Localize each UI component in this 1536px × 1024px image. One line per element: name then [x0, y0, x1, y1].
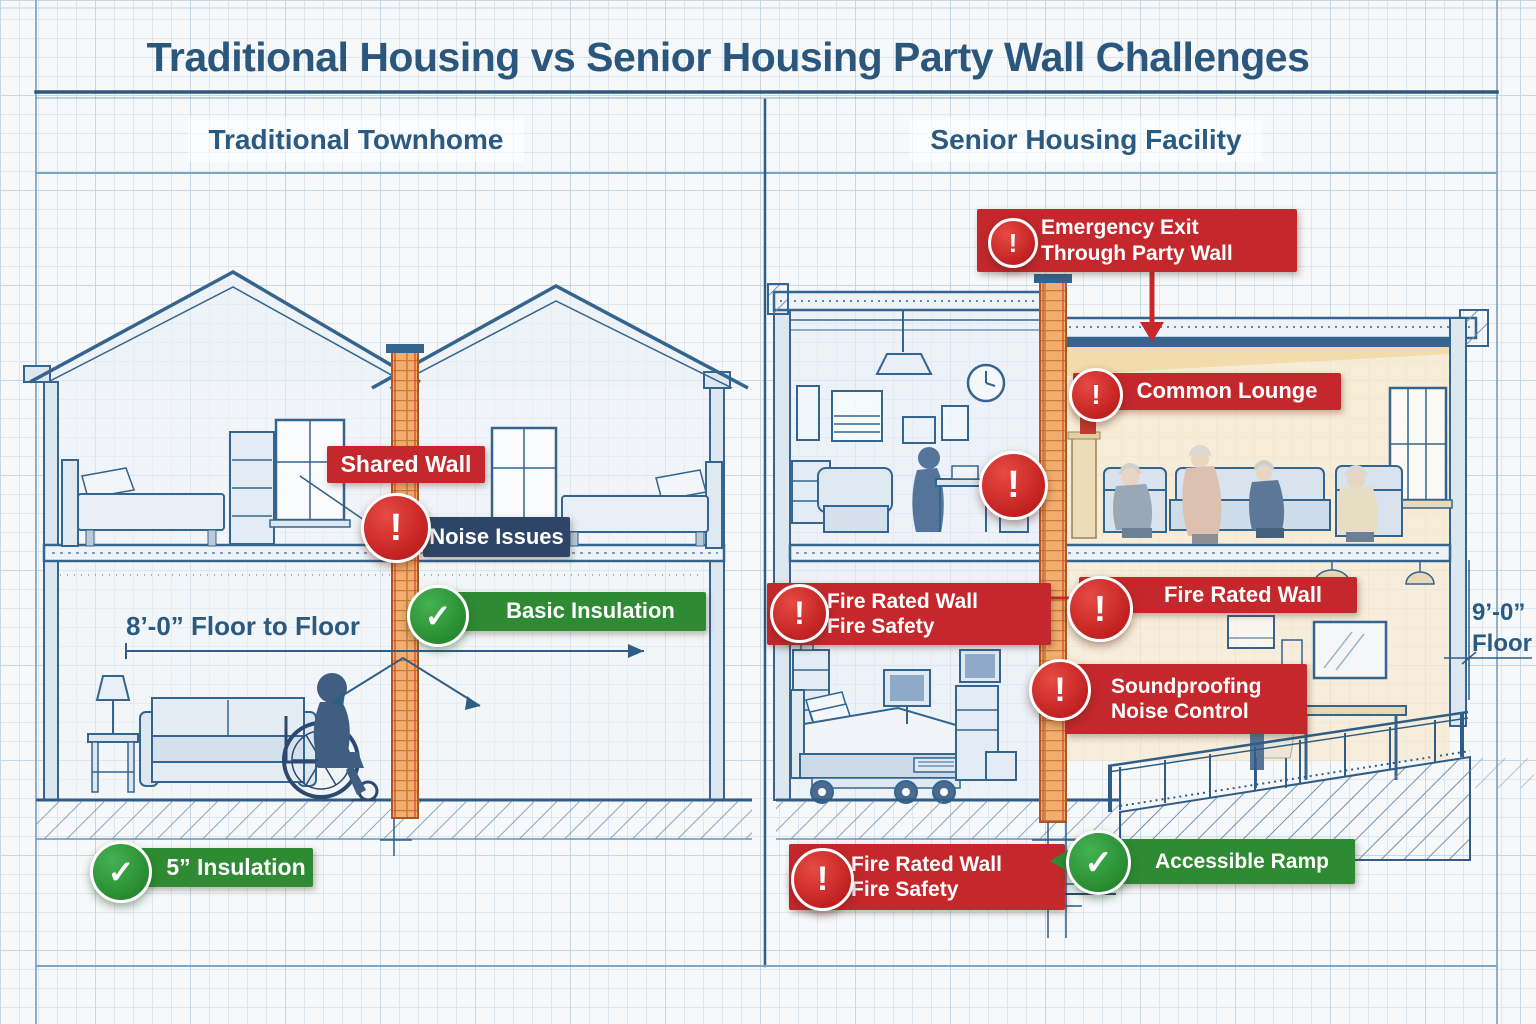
alert-icon: !: [988, 218, 1038, 268]
alert-icon: !: [1029, 659, 1091, 721]
senior-figures: [1113, 445, 1379, 544]
page-title: Traditional Housing vs Senior Housing Pa…: [146, 34, 1310, 80]
insulation-label: 5” Insulation: [166, 853, 306, 880]
accessible-ramp-label: Accessible Ramp: [1155, 849, 1329, 873]
wheelchair-figure: [282, 673, 379, 802]
alert-icon: !: [1067, 576, 1133, 642]
shared-wall-label: Shared Wall: [340, 450, 472, 477]
floor-height-dimension: 9’-0” Floor: [1472, 597, 1532, 659]
soundproofing-line1: Soundproofing: [1111, 674, 1262, 698]
soundproofing-line2: Noise Control: [1111, 700, 1249, 723]
section-header-senior: Senior Housing Facility: [800, 117, 1372, 162]
emergency-exit-line2: Through Party Wall: [1041, 241, 1233, 265]
fire-safety-bottom-line2: Fire Safety: [851, 878, 959, 901]
insulation-badge: 5” Insulation: [141, 848, 313, 887]
alert-icon: !: [361, 493, 431, 563]
noise-issues-badge: Noise Issues: [423, 517, 570, 557]
check-icon: ✓: [90, 841, 152, 903]
alert-icon: !: [770, 584, 829, 643]
alert-icon: !: [979, 451, 1048, 520]
fire-rated-wall-right-label: Fire Rated Wall: [1163, 581, 1323, 607]
soundproofing-badge: Soundproofing Noise Control: [1065, 664, 1307, 734]
section-header-traditional-label: Traditional Townhome: [188, 117, 524, 162]
noise-issues-label: Noise Issues: [429, 523, 564, 549]
shared-wall-badge: Shared Wall: [327, 446, 485, 483]
basic-insulation-badge: Basic Insulation: [429, 592, 706, 631]
section-header-senior-label: Senior Housing Facility: [910, 117, 1262, 162]
floor-to-floor-dimension: 8’-0” Floor to Floor: [126, 611, 360, 641]
section-header-traditional: Traditional Townhome: [36, 117, 676, 162]
fire-safety-bottom-line1: Fire Rated Wall: [851, 852, 1002, 876]
basic-insulation-label: Basic Insulation: [506, 598, 675, 624]
floor-height-line1: 9’-0”: [1472, 599, 1526, 626]
fire-rated-wall-left-line1: Fire Rated Wall: [827, 589, 978, 613]
common-lounge-label: Common Lounge: [1136, 378, 1318, 404]
accessible-ramp-drawing: [1107, 710, 1534, 861]
floor-height-line2: Floor: [1472, 630, 1532, 657]
alert-icon: !: [791, 848, 854, 911]
alert-icon: !: [1069, 368, 1123, 422]
check-icon: ✓: [407, 585, 469, 647]
party-wall-right: [1034, 274, 1072, 823]
party-wall-left: [386, 344, 424, 819]
check-icon: ✓: [1066, 830, 1131, 895]
fire-rated-wall-left-line2: Fire Safety: [827, 615, 935, 638]
emergency-exit-line1: Emergency Exit: [1041, 216, 1199, 240]
